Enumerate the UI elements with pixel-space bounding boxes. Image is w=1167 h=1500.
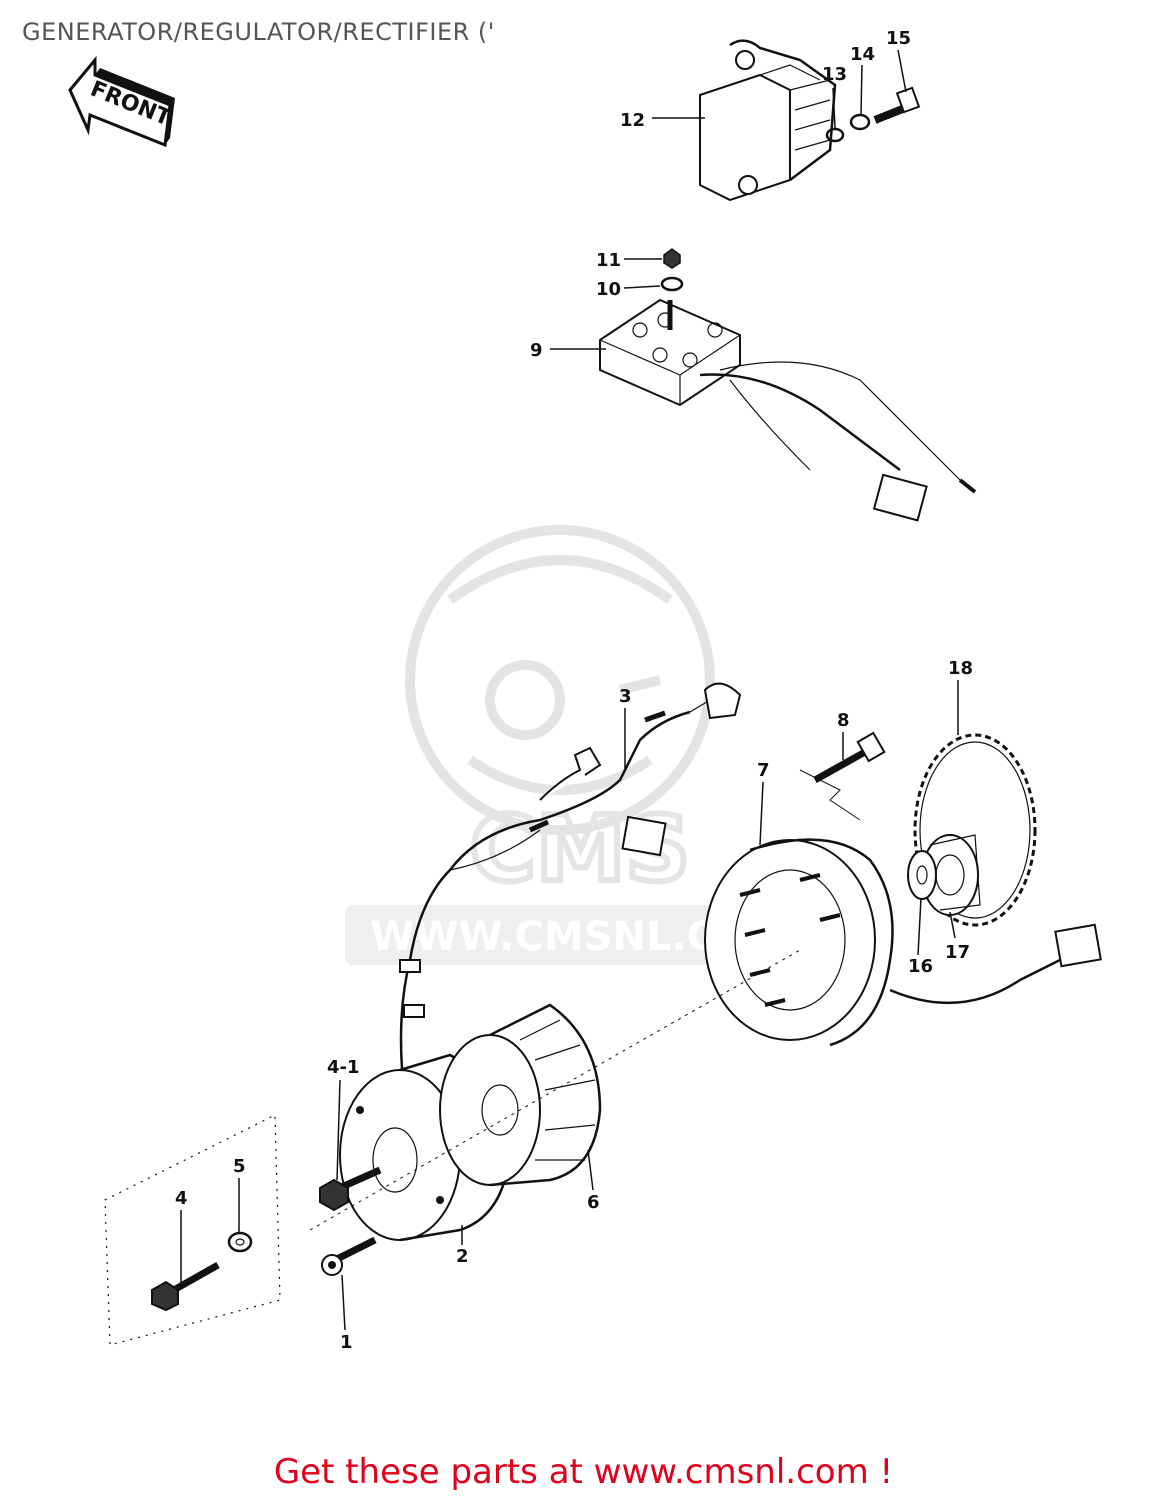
- part-washer-16: [907, 850, 937, 900]
- callout-1: 1: [340, 1332, 353, 1353]
- callout-4: 4: [175, 1188, 188, 1209]
- page-title: GENERATOR/REGULATOR/RECTIFIER (': [22, 18, 495, 46]
- callout-7: 7: [757, 760, 770, 781]
- cms-mascot-logo: [405, 525, 715, 835]
- callout-16: 16: [908, 956, 933, 977]
- part-bolt-15: [873, 86, 921, 124]
- callout-10: 10: [596, 279, 621, 300]
- callout-8: 8: [837, 710, 850, 731]
- part-bolt-4: [151, 1261, 220, 1312]
- part-washer-5: [227, 1231, 253, 1253]
- callout-2: 2: [456, 1246, 469, 1267]
- callout-18: 18: [948, 658, 973, 679]
- part-bolt-1: [321, 1236, 377, 1276]
- callout-14: 14: [850, 44, 875, 65]
- part-lead-harness: [399, 682, 742, 1101]
- kit-box: [104, 1114, 281, 1346]
- callout-11: 11: [596, 250, 621, 271]
- part-rectifier: [599, 298, 977, 522]
- callout-13: 13: [822, 64, 847, 85]
- part-rotor: [439, 1003, 602, 1187]
- footer-link[interactable]: Get these parts at www.cmsnl.com !: [273, 1452, 894, 1492]
- part-labels: 12 13 14 15 11 10 9 3 8 7 18 16 17 4-1 5…: [175, 28, 973, 1353]
- part-regulator: [699, 39, 837, 202]
- assembly-axis: [309, 949, 801, 1231]
- callout-6: 6: [587, 1192, 600, 1213]
- callout-5: 5: [233, 1156, 246, 1177]
- part-washer-13: [825, 127, 845, 143]
- part-nut-11: [663, 248, 681, 269]
- front-arrow-icon: FRONT: [68, 55, 175, 148]
- callout-lines: [180, 49, 959, 1331]
- part-lock-washer-14: [849, 113, 871, 131]
- callout-3: 3: [619, 686, 632, 707]
- callout-17: 17: [945, 942, 970, 963]
- callout-9: 9: [530, 340, 543, 361]
- part-clutch: [921, 834, 981, 916]
- part-bolt-8: [813, 731, 886, 784]
- part-stator: [704, 838, 1061, 1047]
- part-washer-10: [660, 276, 684, 292]
- callout-12: 12: [620, 110, 645, 131]
- assembly-guide: [799, 769, 861, 821]
- stator-connector: [1054, 923, 1102, 968]
- callout-4-1: 4-1: [327, 1057, 360, 1078]
- part-bolt-4-1: [319, 1166, 382, 1212]
- callout-15: 15: [886, 28, 911, 49]
